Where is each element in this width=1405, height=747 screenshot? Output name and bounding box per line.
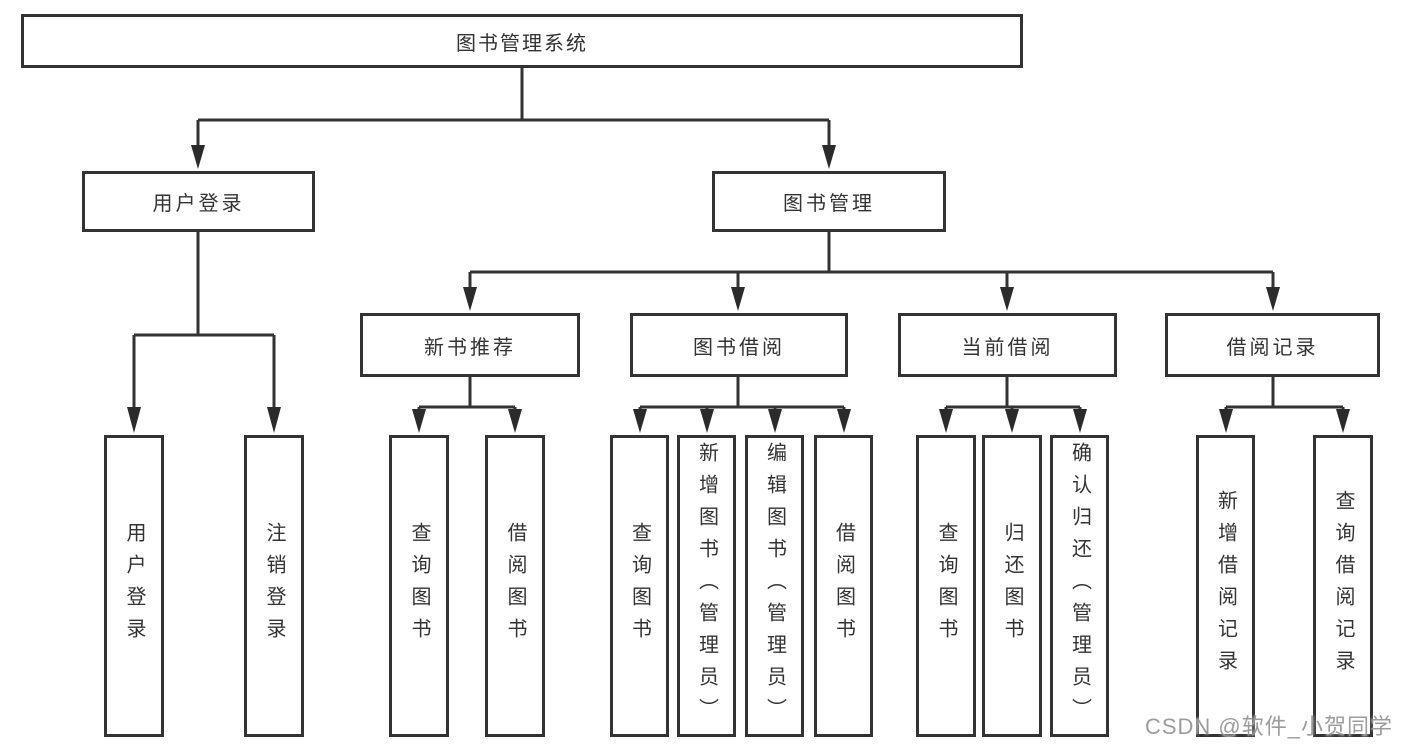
leaf-query-borrow-record: 查询借阅记录: [1313, 435, 1373, 737]
leaf-recommend-borrow-books: 借阅图书: [485, 435, 545, 737]
leaf-logout: 注销登录: [244, 435, 304, 737]
node-new-book-recommend-label: 新书推荐: [424, 336, 516, 359]
leaf-user-login: 用户登录: [104, 435, 164, 737]
leaf-add-books-admin-label: 新增图书（管理员）: [695, 442, 718, 730]
leaf-confirm-return-admin-label: 确认归还（管理员）: [1068, 442, 1091, 730]
leaf-borrowing-query-books: 查询图书: [610, 435, 669, 737]
node-current-borrowing: 当前借阅: [898, 313, 1117, 377]
leaf-recommend-query-books-label: 查询图书: [408, 522, 430, 650]
node-book-management: 图书管理: [712, 171, 946, 232]
leaf-user-login-label: 用户登录: [123, 522, 145, 650]
node-user-login: 用户登录: [82, 171, 315, 232]
node-borrowing-records: 借阅记录: [1165, 313, 1380, 377]
leaf-recommend-borrow-books-label: 借阅图书: [504, 522, 526, 650]
leaf-edit-books-admin: 编辑图书（管理员）: [745, 435, 804, 737]
node-book-management-label: 图书管理: [783, 193, 875, 215]
leaf-add-borrow-record: 新增借阅记录: [1196, 435, 1255, 737]
leaf-borrowing-query-books-label: 查询图书: [628, 522, 651, 650]
leaf-return-books: 归还图书: [982, 435, 1042, 737]
node-borrowing-records-label: 借阅记录: [1226, 336, 1319, 359]
leaf-return-books-label: 归还图书: [1001, 522, 1023, 650]
leaf-query-borrow-record-label: 查询借阅记录: [1332, 490, 1354, 682]
node-book-borrowing: 图书借阅: [630, 313, 848, 377]
node-library-system-label: 图书管理系统: [456, 32, 588, 55]
leaf-current-query-books: 查询图书: [916, 435, 976, 737]
leaf-add-books-admin: 新增图书（管理员）: [677, 435, 736, 737]
leaf-edit-books-admin-label: 编辑图书（管理员）: [763, 442, 786, 730]
leaf-borrowing-borrow-books: 借阅图书: [814, 435, 873, 737]
leaf-borrowing-borrow-books-label: 借阅图书: [832, 522, 855, 650]
node-current-borrowing-label: 当前借阅: [961, 336, 1054, 359]
leaf-add-borrow-record-label: 新增借阅记录: [1214, 490, 1237, 682]
leaf-confirm-return-admin: 确认归还（管理员）: [1050, 435, 1109, 737]
node-library-system: 图书管理系统: [21, 14, 1023, 68]
csdn-watermark: CSDN @软件_小贺同学: [1144, 714, 1393, 739]
leaf-logout-label: 注销登录: [263, 522, 285, 650]
leaf-current-query-books-label: 查询图书: [935, 522, 957, 650]
leaf-recommend-query-books: 查询图书: [389, 435, 449, 737]
node-new-book-recommend: 新书推荐: [360, 313, 580, 377]
node-user-login-label: 用户登录: [152, 193, 245, 215]
node-book-borrowing-label: 图书借阅: [693, 336, 785, 359]
